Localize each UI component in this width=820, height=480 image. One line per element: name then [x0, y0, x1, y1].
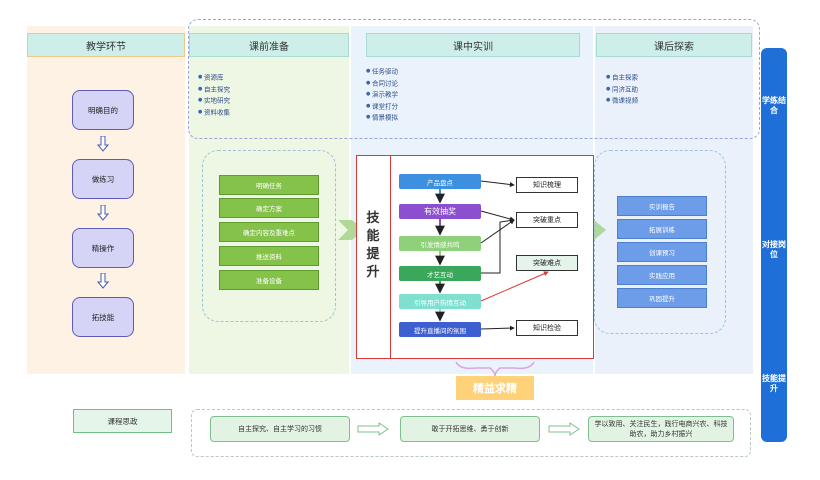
bullet-item: 资源库 — [198, 72, 230, 84]
ideology-label: 课程思政 — [73, 409, 172, 433]
step-resonance: 引发情感共鸣 — [399, 236, 481, 251]
skill-boost-divider — [390, 155, 391, 359]
bullet-item: 实地研究 — [198, 95, 230, 107]
right-label-job: 对接岗位 — [762, 240, 786, 259]
output-knowledge-test: 知识检验 — [516, 320, 578, 336]
bullet-item: 资料收集 — [198, 107, 230, 119]
step-lottery: 有效抽奖 — [399, 204, 481, 219]
ideology-dashed-frame — [191, 409, 751, 457]
node-expand-skill: 拓技能 — [72, 297, 134, 337]
bullet-item: 合同讨论 — [366, 78, 398, 90]
header-post-class: 课后探索 — [596, 33, 752, 57]
header-teaching: 教学环节 — [27, 33, 185, 57]
header-in-class: 课中实训 — [366, 33, 580, 57]
node-clear-goal: 明确目的 — [72, 90, 134, 130]
bullet-item: 微课视频 — [606, 95, 638, 107]
pre-class-dashed-frame — [202, 150, 336, 322]
pre-class-bullets: 资源库 自主探究 实地研究 资料收集 — [198, 72, 230, 118]
pre-task-item: 确定方案 — [219, 198, 319, 218]
step-atmosphere: 提升直播间的氛围 — [399, 322, 481, 337]
right-label-skill: 技能提升 — [762, 374, 786, 393]
output-difficulty: 突破难点 — [516, 255, 578, 271]
post-task-item: 实训报告 — [617, 196, 707, 216]
header-pre-class: 课前准备 — [189, 33, 349, 57]
top-dashed-frame — [188, 19, 760, 139]
bullet-item: 同济互助 — [606, 84, 638, 96]
post-class-bullets: 自主探索 同济互助 微课视频 — [606, 72, 638, 107]
output-knowledge-review: 知识梳理 — [516, 177, 578, 193]
arrow-right-icon — [357, 422, 389, 436]
bullet-item: 课堂打分 — [366, 101, 398, 113]
skill-boost-title: 技能提升 — [366, 211, 380, 280]
right-label-practice: 学练结合 — [762, 96, 786, 115]
bullet-item: 情景模拟 — [366, 112, 398, 124]
down-arrow-icon — [97, 205, 109, 221]
fine-label: 精益求精 — [456, 376, 534, 400]
output-key-point: 突破重点 — [516, 212, 578, 228]
bullet-item: 自主探究 — [198, 84, 230, 96]
pre-task-item: 明确任务 — [219, 175, 319, 195]
post-task-item: 实践应用 — [617, 265, 707, 285]
step-talent: 才艺互动 — [399, 266, 481, 281]
post-task-item: 创课预习 — [617, 242, 707, 262]
arrow-right-icon — [548, 422, 580, 436]
bullet-item: 任务驱动 — [366, 66, 398, 78]
bullet-item: 演示教学 — [366, 89, 398, 101]
step-product-check: 产品盘点 — [399, 174, 481, 189]
pre-task-item: 确定内容及重难点 — [219, 222, 319, 242]
post-task-item: 巩固提升 — [617, 288, 707, 308]
node-operate: 精操作 — [72, 228, 134, 268]
ideology-box-innovation: 敢于开拓思维、勇于创新 — [400, 416, 540, 442]
right-side-bar — [761, 48, 787, 442]
ideology-box-practice: 学以致用、关注民生，践行电商兴农、科技助农，助力乡村振兴 — [588, 416, 734, 442]
down-arrow-icon — [97, 273, 109, 289]
ideology-box-habit: 自主探究、自主学习的习惯 — [210, 416, 350, 442]
pre-task-item: 准备设备 — [219, 270, 319, 290]
pre-task-item: 推送资料 — [219, 246, 319, 266]
down-arrow-icon — [97, 136, 109, 152]
node-practice: 做练习 — [72, 159, 134, 199]
in-class-bullets: 任务驱动 合同讨论 演示教学 课堂打分 情景模拟 — [366, 66, 398, 124]
post-task-item: 拓展训练 — [617, 219, 707, 239]
bullet-item: 自主探索 — [606, 72, 638, 84]
post-class-dashed-frame — [594, 150, 726, 334]
step-user-interaction: 引导用户热情互动 — [399, 294, 481, 309]
